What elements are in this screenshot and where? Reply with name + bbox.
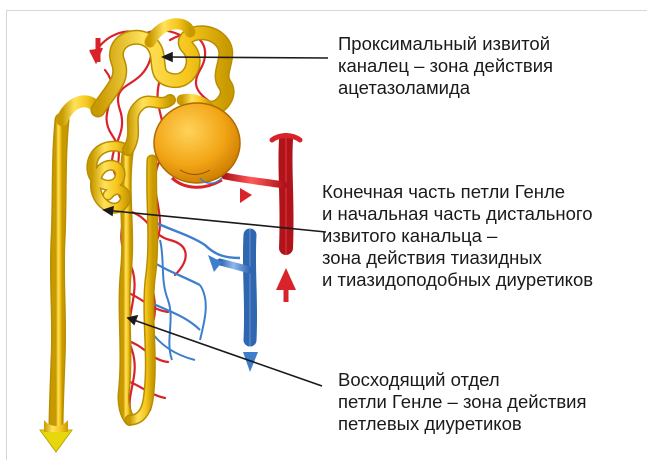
vein (145, 220, 251, 360)
label-distal-tubule: Конечная часть петли Генле и начальная ч… (322, 181, 593, 291)
leader-line-ascending (128, 318, 322, 386)
arrow-artery-up (276, 268, 296, 290)
label-proximal-tubule: Проксимальный извитой каналец – зона дей… (338, 33, 553, 99)
arrow-tubule-down (40, 430, 72, 452)
leader-line-proximal (163, 57, 328, 58)
loop-of-henle (56, 101, 153, 430)
arrow-into-capsule (240, 188, 252, 203)
arrow-vein-branch (208, 255, 222, 272)
label-ascending-limb: Восходящий отдел петли Генле – зона дейс… (338, 369, 587, 435)
